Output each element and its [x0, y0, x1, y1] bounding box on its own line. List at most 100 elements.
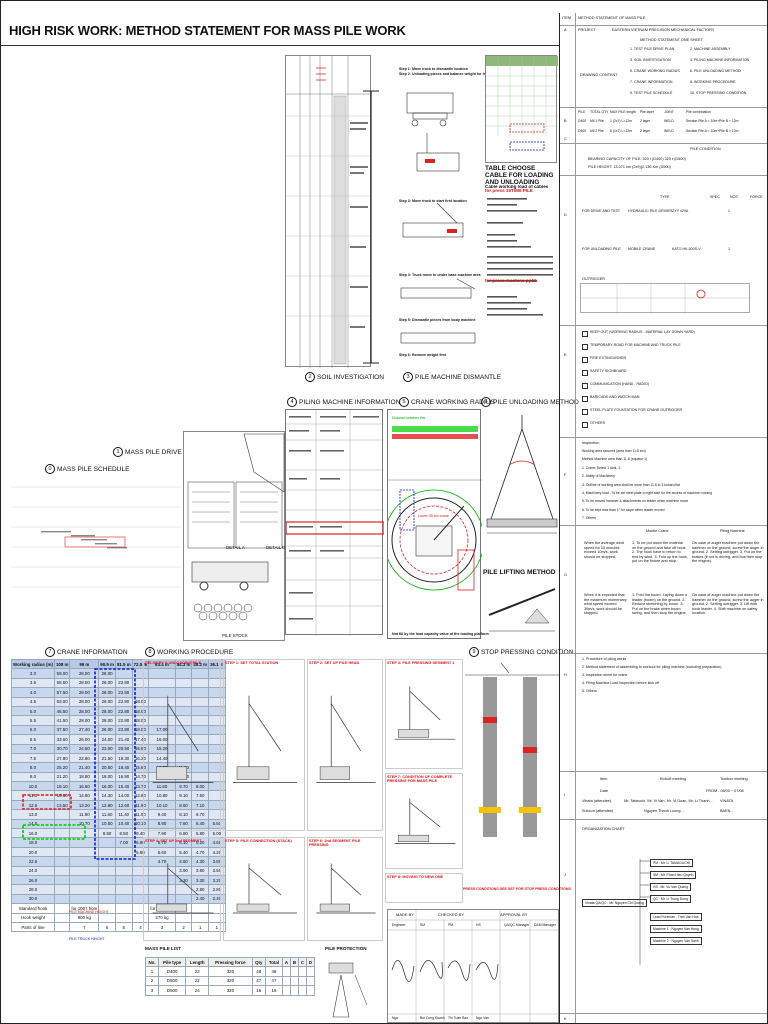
row-k-line	[560, 1013, 767, 1014]
org-box: Vinata QA/QC : Mr. Nguyen Chi Quang	[582, 899, 647, 907]
mass-pile-cell: 47	[251, 975, 266, 987]
cable-sub-2: for press machine pp10.	[485, 279, 538, 283]
pile-header-cell: TOTAL QTY	[590, 110, 609, 114]
pile-header-cell: JOINT	[664, 110, 674, 114]
crane-cell	[53, 865, 71, 877]
pile-cell: 2 layer	[640, 119, 651, 123]
crane-footer-cell	[114, 903, 133, 914]
check-box-icon	[582, 409, 588, 415]
inspection-item: 5. To be moved hammer & attachments on l…	[582, 499, 689, 504]
mass-pile-cell: 3	[144, 985, 160, 996]
step-5: Step 5: Dismantle pieces from body machi…	[399, 318, 476, 322]
procedure-step-panel: DELIVERY & UNLOADING PILE	[143, 659, 221, 831]
crane-cell	[98, 874, 116, 886]
crane-cell	[53, 874, 71, 886]
sign-name: Thi Tuan Bao	[448, 1016, 469, 1020]
crane-cell: 24.0	[11, 865, 55, 877]
row-f-letter: F	[564, 473, 567, 477]
mass-pile-cell: D500	[158, 975, 187, 987]
check-box-icon	[582, 357, 588, 363]
made-by-label: MADE BY	[396, 913, 415, 917]
mass-pile-header-cell: No.	[144, 956, 160, 968]
procedure-step-panel: STEP 5: PILE CONNECTION (STACK)	[223, 837, 305, 941]
sign-role: Engineer	[392, 923, 406, 927]
row-c-line	[560, 143, 767, 144]
org-box: QC : Mr. Li Trung Dung	[650, 895, 691, 903]
meeting-header-cell: Item	[600, 777, 608, 781]
drawing-content-item: 2. MACHINE ASSEMBLY	[690, 47, 731, 51]
procedure-step-title: STEP 1: SET TOTAL STATION	[225, 661, 279, 665]
inspection-item: Working area secured (area than 11.8 ton…	[582, 449, 646, 453]
pile-cell: Mil 1 Pile	[590, 119, 604, 123]
row-b-letter: B	[564, 119, 567, 123]
mass-pile-cell	[281, 966, 291, 977]
org-box: SM : Mr. Phan Hieu Quynh	[650, 871, 697, 879]
row-k-letter: K	[564, 1017, 567, 1021]
procedure-step-panel: STEP 2: SET UP PILE HEAD	[307, 659, 383, 831]
mass-pile-cell: 48	[251, 966, 266, 977]
drawing-content-label: DRAWING CONTENT	[580, 73, 618, 77]
machine-cell: FOR DRIVE AND TEST	[582, 209, 621, 213]
step-3: Step 3: Move truck to start first locati…	[399, 199, 467, 203]
row-d-letter: D	[564, 213, 567, 217]
drive-plan-drawing	[187, 433, 285, 621]
mass-pile-drive-plan: DETAIL A DETAIL B PILE STOCK	[183, 431, 285, 641]
procedure-item: 1. Procedure of piling works	[582, 657, 627, 661]
pile-cell: Section Pile A = 10m+Pile B = 12m	[686, 119, 739, 123]
mass-pile-cell: D500	[158, 985, 187, 996]
table-choose-cable-title: TABLE CHOOSE CABLE FOR LOADING AND UNLOA…	[485, 165, 554, 186]
crane-footer-cell	[53, 903, 71, 914]
pile-cell: Mil 2 Pile	[590, 129, 604, 133]
subcon-cell: BAEN...	[720, 809, 734, 813]
mass-pile-header-cell: D	[305, 956, 316, 968]
crane-radius-notes: Distance between this	[392, 416, 426, 420]
pile-unloading-diagram	[486, 415, 558, 534]
machine-cell: ZYY 420A	[672, 209, 689, 213]
date-value: FROM : 08/00 ~ 07/08	[706, 789, 744, 793]
check-item: COMMUNICATION (HAND - RADIO)	[590, 382, 650, 386]
mass-pile-cell: 320	[208, 966, 253, 977]
machine-cell: FOR UNLOADING PILE	[582, 247, 621, 251]
org-box: Lead Foreman : Tran Van Hoa	[650, 913, 702, 921]
drawing-content-item: 4. PILING MACHINE INFORMATION	[690, 58, 750, 62]
row-a-letter: A	[564, 28, 567, 32]
inspection-item: 2. Ability of Machinery	[582, 474, 615, 479]
piling-action-1: On case of auger machine put down the ha…	[692, 541, 764, 564]
crane-note-pile-truck: PILE TRUCK HEIGHT	[69, 937, 105, 941]
crane-capacity-highlights	[22, 668, 136, 860]
crane-footer-cell: Parts of line	[11, 921, 55, 933]
crane-cell: 30.0	[11, 893, 55, 905]
mass-pile-cell	[305, 985, 316, 996]
type-header-cell: NOS	[730, 195, 738, 199]
org-box: PM : Mr. Li TAMAGUCHI	[650, 859, 694, 867]
procedure-sketch	[316, 863, 376, 914]
check-box-icon	[582, 370, 588, 376]
pile-cell: WELD	[664, 119, 674, 123]
row-a-line	[560, 25, 767, 26]
crane-action-2: 1. Fold the boom. Laying down a leader (…	[632, 593, 688, 616]
cable-calculation: Cable working load of cables for press 1…	[485, 185, 557, 365]
detail-b-label: DETAIL B	[266, 546, 286, 550]
row-i-letter: I	[564, 793, 566, 797]
procedure-sketch	[233, 695, 297, 783]
row-b-line	[560, 107, 767, 108]
title-underline	[1, 45, 559, 46]
step-2: Step 2: Unloading pieces and balance wei…	[399, 72, 492, 76]
procedure-sketch	[233, 863, 297, 914]
method-statement-label: METHOD STATEMENT OF MASS PILE	[578, 16, 646, 20]
mass-pile-header-cell: A	[281, 956, 291, 968]
inspection-item: 3. Outline of working area shall be more…	[582, 482, 680, 487]
procedure-item: 2. Method statement of assembling to wor…	[582, 665, 722, 669]
sign-name: Bui Cong Khanh	[420, 1016, 445, 1020]
vinata-cell: VINATA	[720, 799, 734, 803]
